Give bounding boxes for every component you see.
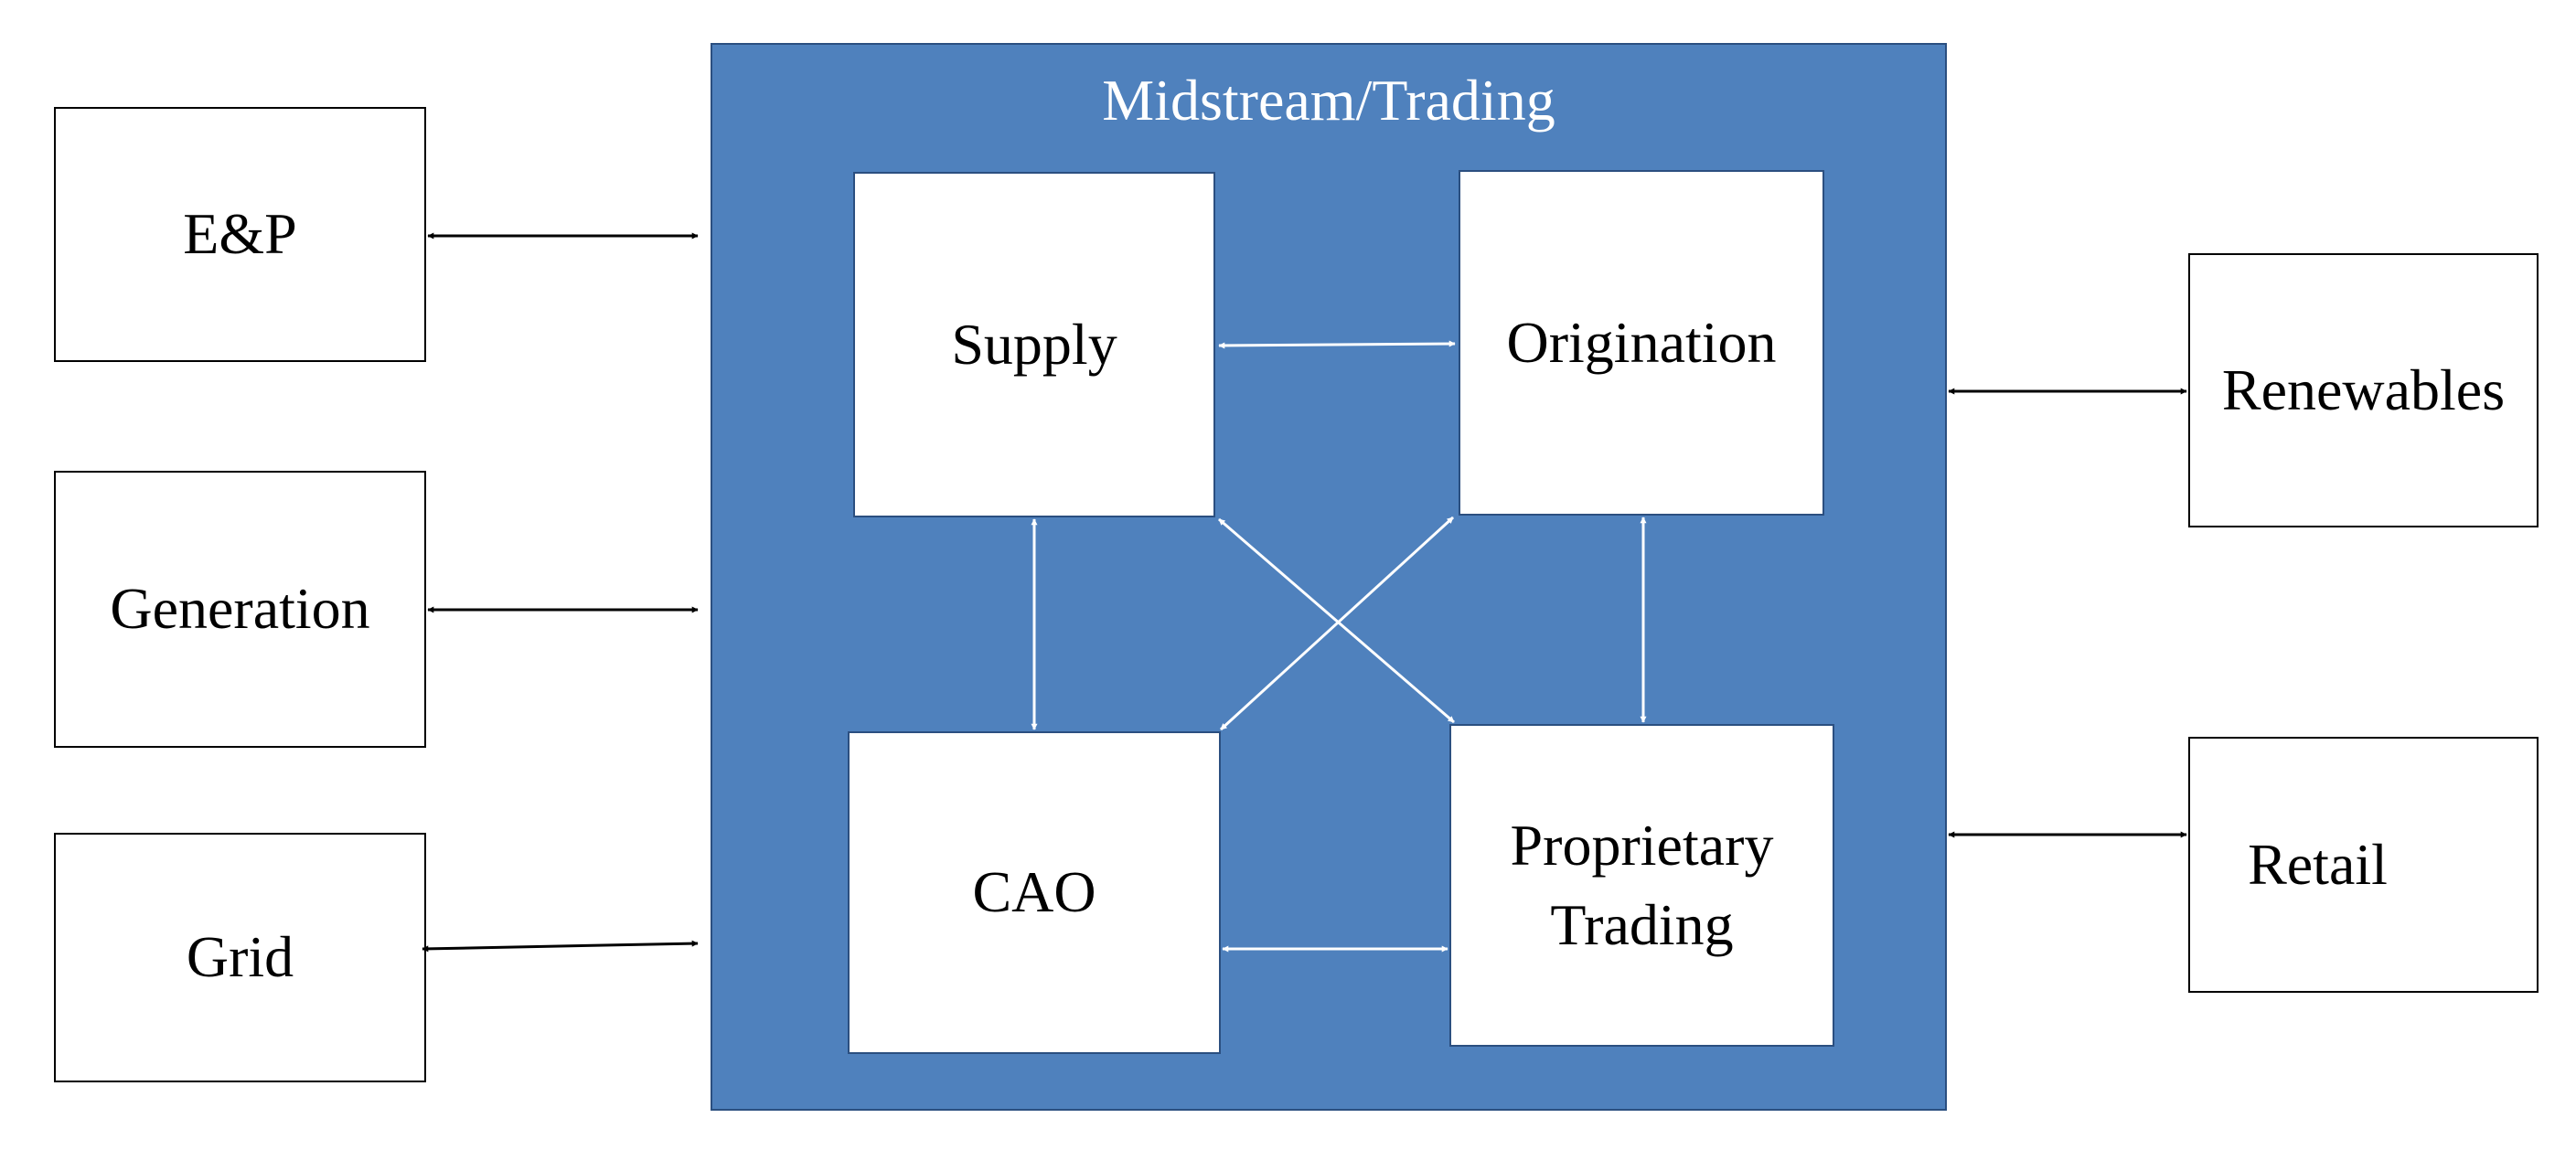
node-grid-label: Grid [186,924,294,990]
external-arrows [422,232,2187,953]
node-proprietary-trading: Proprietary Trading [1449,724,1834,1047]
node-retail: Retail [2188,737,2539,993]
arrow-supply-origination [1218,340,1456,349]
node-origination: Origination [1459,170,1824,516]
node-origination-label: Origination [1506,309,1777,375]
arrow-grid-midstream [422,940,699,953]
node-retail-label: Retail [2248,831,2388,897]
arrow-origination-cao [1219,516,1455,731]
node-ep-label: E&P [183,201,297,267]
node-generation: Generation [54,471,426,748]
internal-arrows [1031,340,1647,953]
node-generation-label: Generation [110,576,370,642]
node-ep: E&P [54,107,426,362]
node-proprietary-trading-line2: Trading [1550,891,1734,957]
node-proprietary-trading-label: Proprietary Trading [1511,806,1774,964]
node-cao-label: CAO [972,859,1096,925]
node-supply-label: Supply [951,311,1117,377]
node-supply: Supply [853,172,1215,517]
node-proprietary-trading-line1: Proprietary [1510,813,1774,878]
node-cao: CAO [848,731,1221,1054]
node-grid: Grid [54,833,426,1082]
node-renewables-label: Renewables [2221,357,2506,422]
container-title: Midstream/Trading [1102,68,1555,133]
node-renewables: Renewables [2188,253,2539,527]
